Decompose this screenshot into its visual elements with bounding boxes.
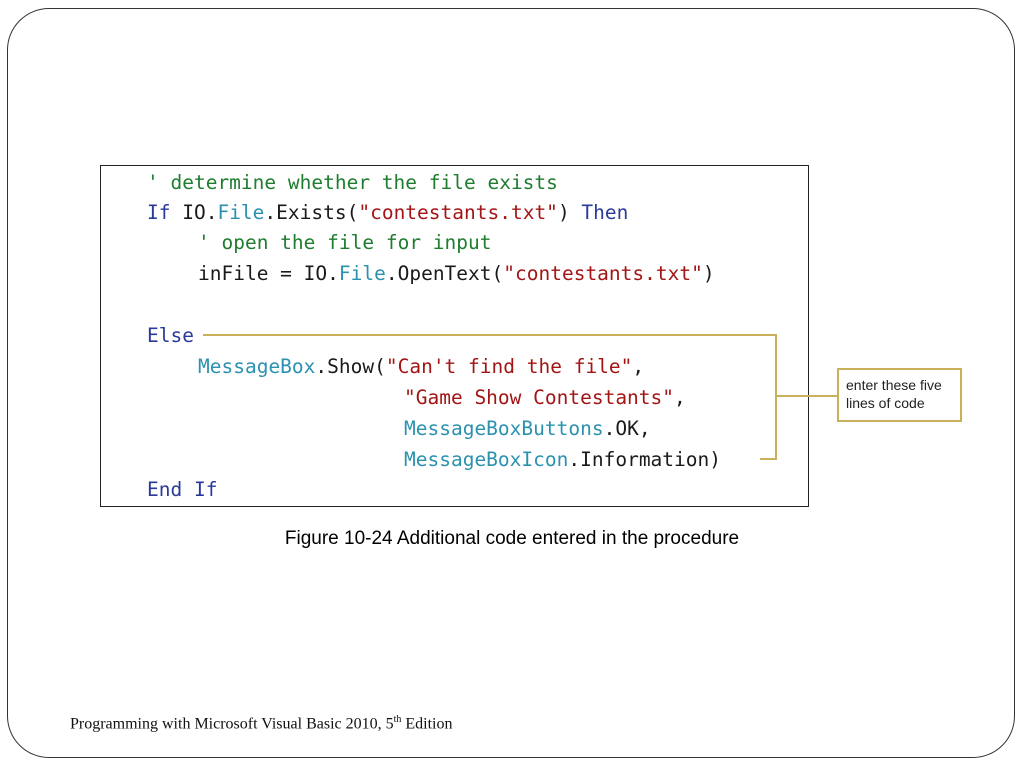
footer-edition: Edition [401,715,453,733]
code-line: MessageBoxButtons.OK, [404,414,651,444]
code-token-string: "contestants.txt" [503,262,703,285]
code-token-plain: .OpenText( [385,262,504,285]
code-line: MessageBox.Show("Can't find the file", [198,352,644,382]
code-line: ' determine whether the file exists [147,168,558,198]
code-line: "Game Show Contestants", [404,383,686,413]
code-line: inFile = IO.File.OpenText("contestants.t… [198,259,715,289]
code-token-plain: .Exists( [264,201,359,224]
figure-caption: Figure 10-24 Additional code entered in … [284,528,740,549]
callout-line-1: enter these five [846,377,942,393]
code-token-plain: inFile = IO. [198,262,339,285]
footer-title: Programming with Microsoft Visual Basic … [70,715,394,733]
code-token-plain: , [632,355,645,378]
code-token-comment: ' determine whether the file exists [147,171,558,194]
code-token-type: MessageBox [198,355,316,378]
code-token-type: File [338,262,386,285]
code-token-string: "Can't find the file" [385,355,633,378]
code-token-keyword: Then [581,201,629,224]
code-line: ' open the file for input [198,228,492,258]
code-line: Else [147,321,194,351]
code-token-keyword: Else [147,324,194,347]
code-token-plain: ) [557,201,582,224]
code-token-type: File [217,201,265,224]
code-token-string: "Game Show Contestants" [404,386,675,409]
code-line: End If [147,475,217,505]
callout-line-2: lines of code [846,395,925,411]
code-token-type: MessageBoxIcon [404,448,569,471]
code-token-keyword: If [147,201,171,224]
code-token-type: MessageBoxButtons [404,417,604,440]
code-token-plain: , [674,386,686,409]
code-token-plain: ) [702,262,715,285]
code-token-plain: .Show( [315,355,386,378]
code-token-plain: .OK, [603,417,651,440]
code-token-string: "contestants.txt" [358,201,558,224]
footer-superscript: th [393,714,402,725]
code-listing: ' determine whether the file exists If I… [100,165,809,507]
code-line: MessageBoxIcon.Information) [404,445,721,475]
footer-text: Programming with Microsoft Visual Basic … [70,714,453,733]
code-token-plain: .Information) [568,448,721,471]
code-token-plain: IO. [170,201,218,224]
callout-note: enter these five lines of code [837,368,962,422]
code-line: If IO.File.Exists("contestants.txt") The… [147,198,628,228]
code-token-comment: ' open the file for input [198,231,492,254]
code-token-keyword: End If [147,478,218,501]
